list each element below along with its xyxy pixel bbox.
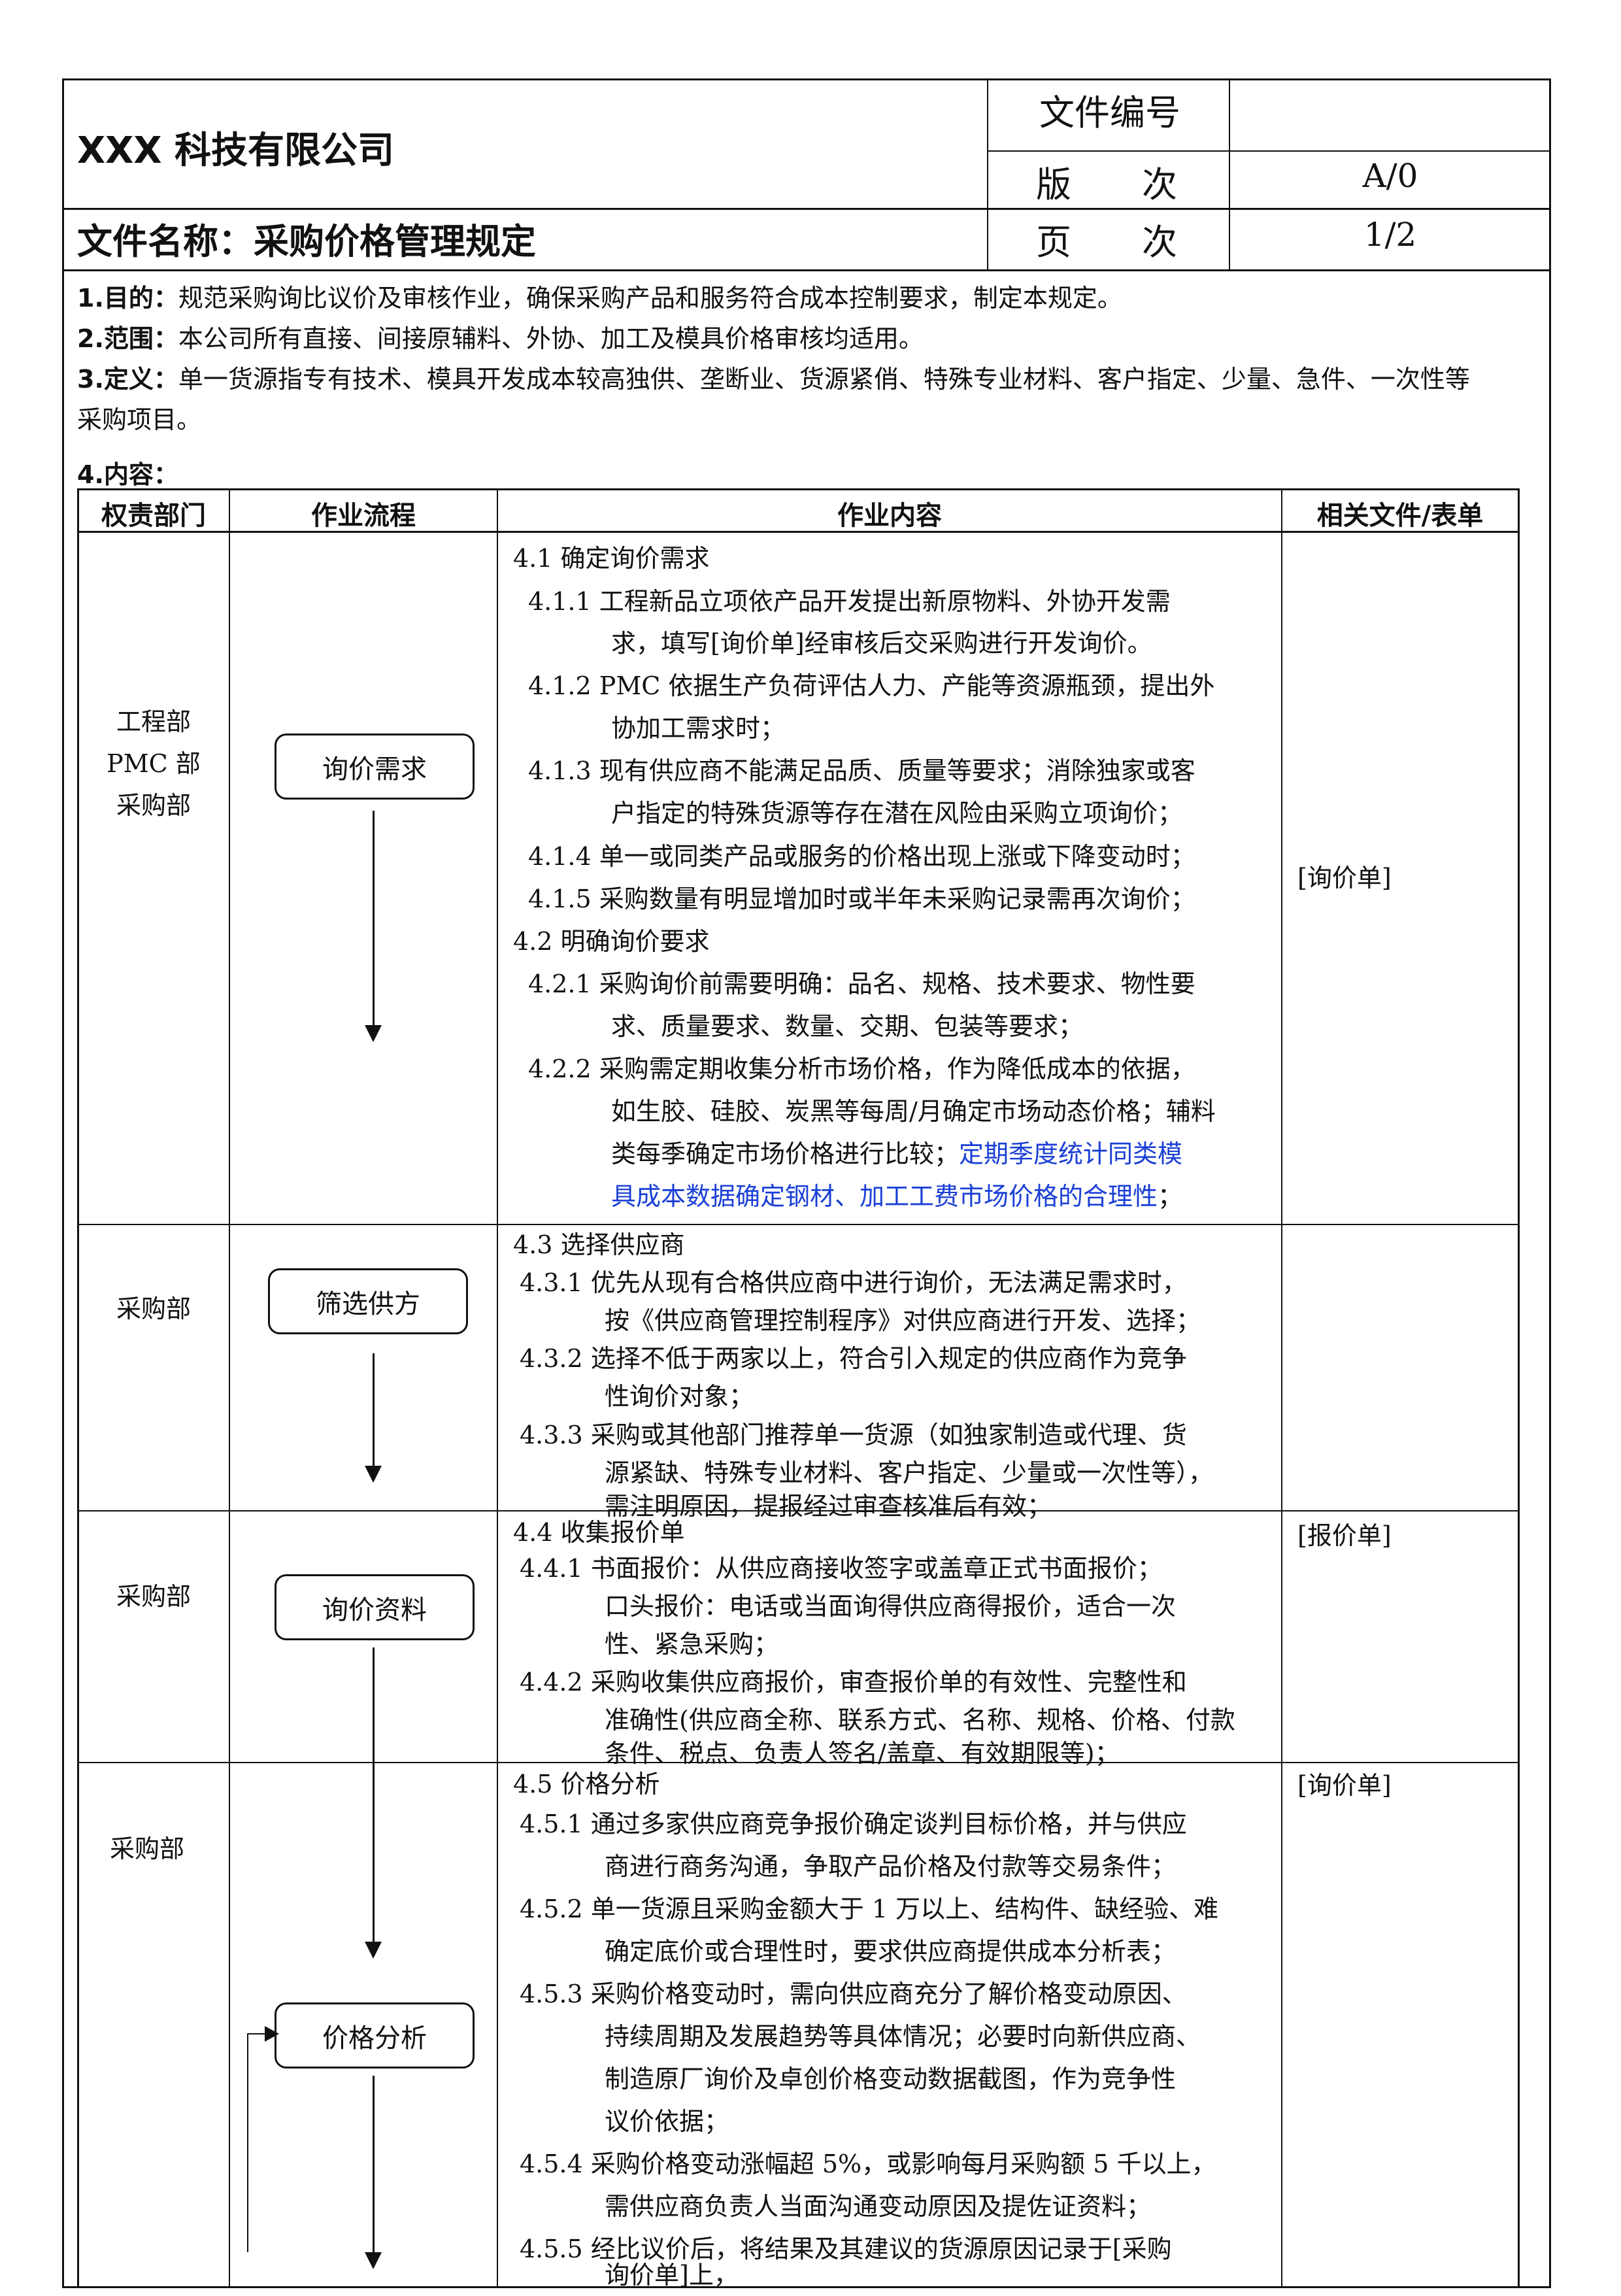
- document-title: 文件名称：采购价格管理规定: [77, 221, 536, 262]
- dept-name: 采购部: [116, 1582, 191, 1611]
- dept-name: PMC 部: [107, 749, 201, 778]
- flow-step-label: 询价资料: [322, 1595, 427, 1625]
- content-line: 4.3.2 选择不低于两家以上，符合引入规定的供应商作为竞争: [520, 1344, 1187, 1373]
- content-heading-line: 4.1 确定询价需求: [513, 544, 710, 573]
- content-heading-line: 4.3 选择供应商: [513, 1230, 685, 1259]
- dept-name: 采购部: [109, 1834, 184, 1863]
- content-line: 4.1.4 单一或同类产品或服务的价格出现上涨或下降变动时；: [528, 842, 1195, 871]
- flow-step-label: 筛选供方: [316, 1289, 420, 1319]
- content-heading-line: 4.4 收集报价单: [513, 1518, 685, 1547]
- content-heading-line: 4.2 明确询价要求: [513, 927, 710, 956]
- col-header-flow: 作业流程: [311, 501, 416, 531]
- content-line-part: 类每季确定市场价格进行比较；: [611, 1140, 960, 1168]
- page-value: 1/2: [1363, 216, 1417, 254]
- dept-cell: 工程部 PMC 部 采购部: [78, 701, 229, 826]
- related-doc: [询价单]: [1297, 864, 1392, 892]
- definition-label: 3.定义：: [77, 365, 178, 394]
- content-line: 如生胶、硅胶、炭黑等每周/月确定市场动态价格；辅料: [611, 1097, 1216, 1126]
- col-header-content: 作业内容: [837, 501, 942, 531]
- content-line: 询价单]上，: [605, 2261, 739, 2289]
- flow-step-inquiry-demand[interactable]: 询价需求: [275, 734, 475, 800]
- content-line: 性询价对象；: [605, 1382, 754, 1411]
- highlighted-text: 定期季度统计同类模: [959, 1140, 1183, 1168]
- flow-step-label: 询价需求: [322, 754, 427, 785]
- content-line: 源紧缺、特殊专业材料、客户指定、少量或一次性等），: [605, 1459, 1214, 1487]
- arrow-right-icon: [265, 2026, 279, 2042]
- flow-step-inquiry-data[interactable]: 询价资料: [275, 1574, 475, 1640]
- content-line: 4.1.2 PMC 依据生产负荷评估人力、产能等资源瓶颈，提出外: [528, 671, 1215, 700]
- content-line: 4.5.4 采购价格变动涨幅超 5%，或影响每月采购额 5 千以上，: [520, 2150, 1216, 2178]
- content-line: 4.3.1 优先从现有合格供应商中进行询价，无法满足需求时，: [520, 1268, 1187, 1297]
- content-line: 按《供应商管理控制程序》对供应商进行开发、选择；: [605, 1306, 1201, 1335]
- scope-text: 本公司所有直接、间接原辅料、外协、加工及模具价格审核均适用。: [178, 324, 924, 353]
- content-line: 4.5.5 经比议价后，将结果及其建议的货源原因记录于[采购: [520, 2235, 1172, 2263]
- scope-section: 2.范围：本公司所有直接、间接原辅料、外协、加工及模具价格审核均适用。: [77, 318, 1541, 359]
- related-doc: [询价单]: [1297, 1771, 1392, 1800]
- definition-section: 3.定义：单一货源指专有技术、模具开发成本较高独供、垄断业、货源紧俏、特殊专业材…: [77, 359, 1541, 399]
- highlighted-text: 具成本数据确定钢材、加工工费市场价格的合理性: [611, 1182, 1158, 1211]
- dept-name: 采购部: [116, 791, 191, 820]
- content-line: 性、紧急采购；: [605, 1630, 779, 1659]
- content-line: 户指定的特殊货源等存在潜在风险由采购立项询价；: [611, 799, 1183, 828]
- purpose-section: 1.目的：规范采购询比议价及审核作业，确保采购产品和服务符合成本控制要求，制定本…: [77, 278, 1541, 318]
- content-line: 议价依据；: [605, 2107, 729, 2136]
- content-line: 协加工需求时；: [611, 714, 786, 743]
- content-line: 类每季确定市场价格进行比较；定期季度统计同类模: [611, 1133, 1182, 1175]
- content-line-part: ；: [1158, 1182, 1183, 1211]
- definition-continuation: 采购项目。: [77, 405, 202, 434]
- content-line: 4.4.2 采购收集供应商报价，审查报价单的有效性、完整性和: [520, 1668, 1187, 1697]
- dept-cell: 采购部: [78, 1288, 229, 1330]
- content-line: 4.1.1 工程新品立项依产品开发提出新原物料、外协开发需: [528, 587, 1171, 616]
- content-line: 4.5.2 单一货源且采购金额大于 1 万以上、结构件、缺经验、难: [520, 1895, 1219, 1923]
- content-line: 确定底价或合理性时，要求供应商提供成本分析表；: [605, 1937, 1177, 1966]
- content-heading-line: 4.5 价格分析: [513, 1770, 660, 1798]
- flow-step-price-analysis[interactable]: 价格分析: [275, 2002, 475, 2068]
- content-line: 求，填写[询价单]经审核后交采购进行开发询价。: [611, 629, 1152, 658]
- related-doc: [报价单]: [1297, 1521, 1392, 1550]
- content-line: 4.3.3 采购或其他部门推荐单一货源（如独家制造或代理、货: [520, 1421, 1187, 1449]
- content-line: 商进行商务沟通，争取产品价格及付款等交易条件；: [605, 1852, 1177, 1881]
- company-name: XXX 科技有限公司: [77, 129, 395, 172]
- content-line: 具成本数据确定钢材、加工工费市场价格的合理性；: [611, 1175, 1182, 1217]
- content-line: 需注明原因，提报经过审查核准后有效；: [605, 1492, 1052, 1521]
- content-line: 4.1.5 采购数量有明显增加时或半年未采购记录需再次询价；: [528, 885, 1195, 913]
- col-header-dept: 权责部门: [101, 501, 206, 531]
- content-line: 口头报价：电话或当面询得供应商得报价，适合一次: [605, 1592, 1177, 1621]
- doc-number-label: 文件编号: [1039, 92, 1180, 133]
- content-line: 4.5.1 通过多家供应商竞争报价确定谈判目标价格，并与供应: [520, 1810, 1187, 1838]
- purpose-label: 1.目的：: [77, 284, 178, 312]
- flow-step-screen-supplier[interactable]: 筛选供方: [268, 1268, 468, 1334]
- dept-name: 采购部: [116, 1294, 191, 1323]
- definition-text-1: 单一货源指专有技术、模具开发成本较高独供、垄断业、货源紧俏、特殊专业材料、客户指…: [178, 365, 1470, 394]
- content-line: 准确性(供应商全称、联系方式、名称、规格、价格、付款: [605, 1706, 1235, 1734]
- content-line: 制造原厂询价及卓创价格变动数据截图，作为竞争性: [605, 2065, 1177, 2093]
- content-label: 4.内容：: [77, 460, 178, 489]
- content-line: 需供应商负责人当面沟通变动原因及提佐证资料；: [605, 2192, 1152, 2221]
- content-line: 4.2.2 采购需定期收集分析市场价格，作为降低成本的依据，: [528, 1055, 1195, 1083]
- page-label: 页 次: [1036, 222, 1177, 263]
- content-line: 条件、税点、负责人签名/盖章、有效期限等)；: [605, 1739, 1120, 1768]
- dept-cell: 采购部: [72, 1828, 222, 1870]
- arrow-down-icon: [365, 2252, 382, 2269]
- dept-name: 工程部: [116, 707, 191, 736]
- version-label: 版 次: [1036, 164, 1177, 205]
- purpose-text: 规范采购询比议价及审核作业，确保采购产品和服务符合成本控制要求，制定本规定。: [178, 284, 1122, 312]
- content-line: 持续周期及发展趋势等具体情况；必要时向新供应商、: [605, 2022, 1201, 2051]
- content-line: 4.5.3 采购价格变动时，需向供应商充分了解价格变动原因、: [520, 1980, 1187, 2008]
- arrow-down-icon: [365, 1942, 382, 1959]
- dept-cell: 采购部: [78, 1576, 229, 1617]
- flow-step-label: 价格分析: [322, 2023, 427, 2053]
- content-heading: 4.内容：: [77, 454, 1541, 495]
- version-value: A/0: [1362, 157, 1418, 195]
- arrow-down-icon: [365, 1025, 382, 1042]
- content-line: 4.1.3 现有供应商不能满足品质、质量等要求；消除独家或客: [528, 756, 1195, 785]
- feedback-loop-line: [247, 2033, 248, 2252]
- content-line: 4.4.1 书面报价：从供应商接收签字或盖章正式书面报价；: [520, 1554, 1162, 1583]
- content-line: 4.2.1 采购询价前需要明确：品名、规格、技术要求、物性要: [528, 970, 1195, 998]
- content-line: 求、质量要求、数量、交期、包装等要求；: [611, 1012, 1084, 1041]
- arrow-down-icon: [365, 1466, 382, 1483]
- scope-label: 2.范围：: [77, 324, 178, 353]
- col-header-docs: 相关文件/表单: [1316, 501, 1484, 531]
